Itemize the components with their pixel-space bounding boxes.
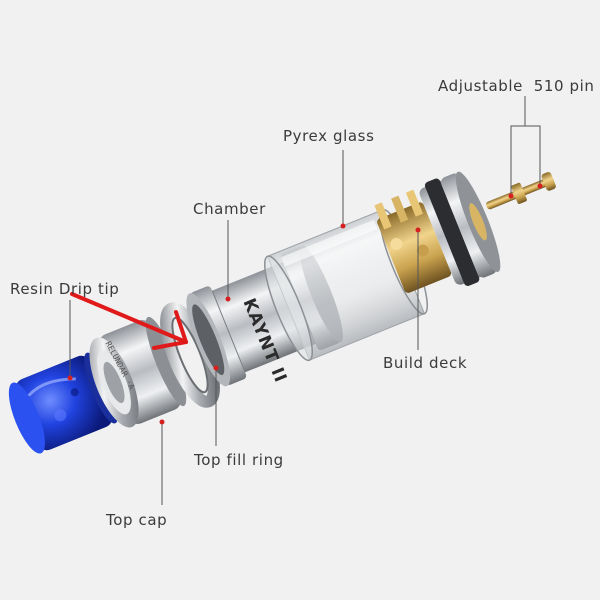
label-top-fill-ring: Top fill ring (193, 451, 284, 469)
label-chamber: Chamber (193, 200, 266, 218)
label-build-deck: Build deck (383, 354, 467, 372)
label-resin-drip-tip: Resin Drip tip (10, 280, 119, 298)
label-pyrex-glass: Pyrex glass (283, 127, 374, 145)
adjustable-510-pin (483, 170, 557, 216)
label-adjustable-510-pin: Adjustable 510 pin (438, 77, 595, 95)
label-top-cap: Top cap (105, 511, 167, 529)
